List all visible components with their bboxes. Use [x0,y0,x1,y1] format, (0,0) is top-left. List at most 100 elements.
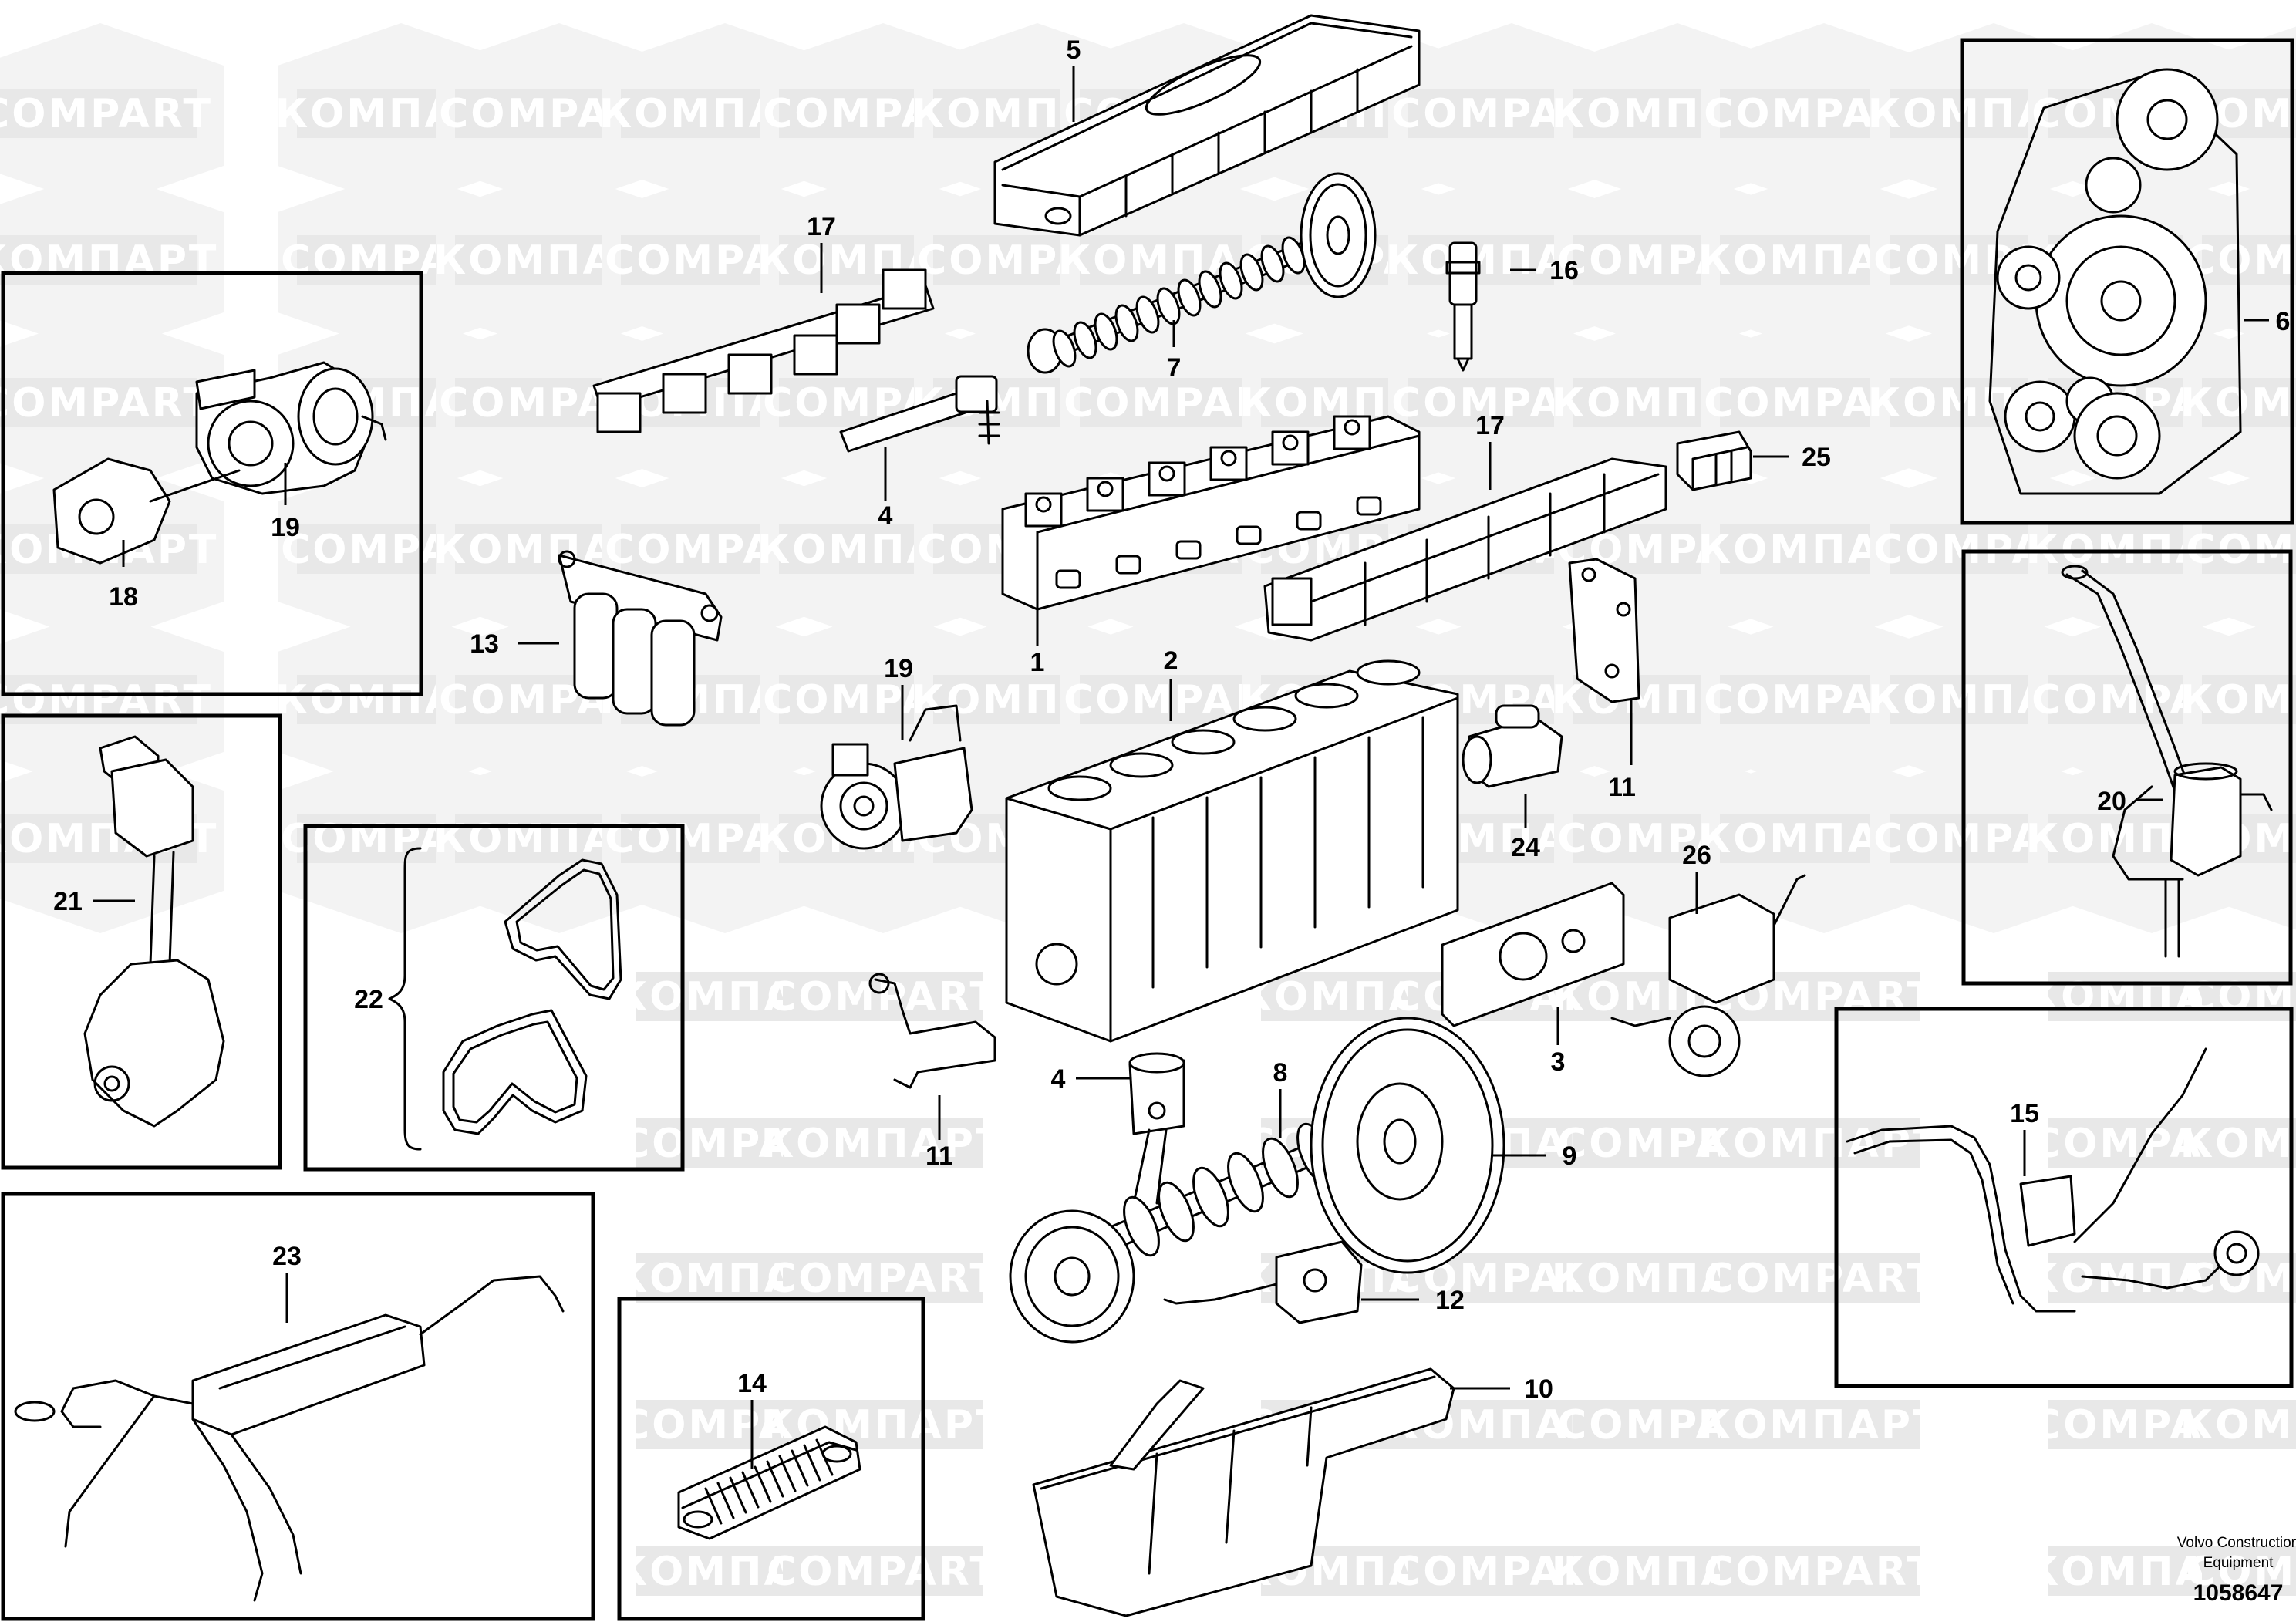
tower-bolt [1344,419,1360,436]
callout-11-right: 11 [1608,773,1636,802]
frame-harness-23 [1,1192,595,1621]
callout-19-center: 19 [884,654,913,683]
crank-web [1262,1137,1299,1199]
crank-web [1158,1181,1195,1243]
callout-3: 3 [1551,1047,1566,1077]
cooler-fin [716,1482,735,1519]
cam-lobe [1114,304,1139,342]
rocker-tower [1086,477,1124,512]
drawing-number: 1058647 [2193,1580,2284,1606]
callout-17-right: 17 [1475,411,1505,440]
callout-9: 9 [1563,1141,1577,1171]
rocker-tower [1209,446,1248,481]
part-oil-pump [1163,1240,1363,1324]
watermark-text: КОМПАРТ [0,238,218,284]
head-port [1356,496,1382,516]
callout-21: 21 [53,887,83,916]
watermark-bar [783,1118,983,1168]
watermark-text: КОМПАРТ [2180,380,2296,427]
cam-lobe [1260,244,1285,283]
cooler-fin [791,1449,809,1487]
head-port [1055,569,1081,589]
callout-20: 20 [2097,787,2126,816]
watermark-text: КОМПАРТ [2180,1121,2296,1167]
part-engine-block [1005,659,1459,1043]
brand-line-2: Equipment [2203,1555,2274,1571]
callout-2: 2 [1164,646,1178,676]
part-bracket-left [868,973,996,1089]
cam-lobe [1073,321,1097,359]
watermark-bar [2202,235,2296,285]
part-connector [1676,430,1752,491]
watermark-text: COMPART [2186,238,2296,284]
callout-15: 15 [2010,1099,2039,1128]
callout-25: 25 [1802,443,1831,472]
callout-7: 7 [1167,353,1182,383]
tower-bolt [1282,434,1299,451]
rocker-tower [1271,430,1310,466]
cooler-fin [704,1487,723,1525]
part-oil-pan [1032,1367,1455,1617]
part-camshaft [1027,172,1377,374]
tower-bolt [1220,450,1237,467]
tower-bolt [1097,481,1114,497]
watermark-bar [0,235,197,285]
detail-frames [1,38,2294,1621]
cooler-fin [741,1471,760,1509]
callout-23: 23 [272,1242,302,1271]
callout-5: 5 [1067,35,1081,65]
cylinder-bore [1047,775,1112,801]
callout-4-piston: 4 [1051,1064,1066,1094]
footer: Volvo Construction Equipment 1058647 [2177,1535,2296,1606]
part-turbocharger-center [820,704,973,850]
crank-web [1227,1152,1264,1213]
part-crank-pulley [1009,1209,1135,1344]
part-cylinder-head [1001,415,1421,611]
callout-22: 22 [354,985,383,1014]
cam-lobe [1219,261,1243,300]
callout-13: 13 [470,629,499,659]
cylinder-bore [1294,683,1359,709]
crank-web [1192,1166,1229,1228]
cooler-fin [754,1465,772,1503]
part-injector [1445,241,1481,372]
head-port [1115,555,1141,575]
callout-19-frame: 19 [271,513,300,542]
cooler-fin [729,1476,747,1514]
part-oil-cooler-14 [677,1425,861,1540]
cam-lobe [1135,295,1160,334]
frame-timing-gears-6 [1960,38,2294,525]
cam-lobe [1239,253,1264,292]
part-pipe-20 [2061,565,2273,958]
frame-harness-15 [1834,1007,2294,1388]
tower-bolt [1035,496,1052,513]
part-starter-motor [1462,704,1563,788]
cooler-fin [766,1460,784,1498]
cooler-fin [778,1455,797,1492]
head-port [1296,511,1322,531]
brand-line-1: Volvo Construction [2177,1535,2296,1551]
cylinder-bore [1109,752,1174,778]
part-valve-cover [993,14,1421,237]
watermark-text: КОМПАРТ [761,1121,1006,1167]
head-port [1175,540,1202,560]
rocker-tower [1024,492,1063,528]
cylinder-bore [1356,659,1421,686]
part-fuel-filters [558,550,723,727]
callout-17-left: 17 [807,212,836,241]
head-port [1236,525,1262,545]
part-flywheel [1310,1017,1505,1274]
part-harness-15 [1846,1047,2260,1313]
callout-10: 10 [1524,1374,1553,1404]
watermark-text: COMPART [0,380,213,427]
cylinder-bore [1171,729,1236,755]
part-turbo-assembly [52,361,387,565]
callout-24: 24 [1511,833,1540,862]
frame-belts-22 [303,824,685,1172]
frame-pipe-21 [1,713,282,1170]
callout-14: 14 [737,1369,767,1398]
part-piston-rod [1128,1052,1185,1205]
callout-11-left: 11 [925,1141,953,1171]
part-oil-cooler-cover [1441,882,1625,1027]
part-belts [388,847,622,1151]
